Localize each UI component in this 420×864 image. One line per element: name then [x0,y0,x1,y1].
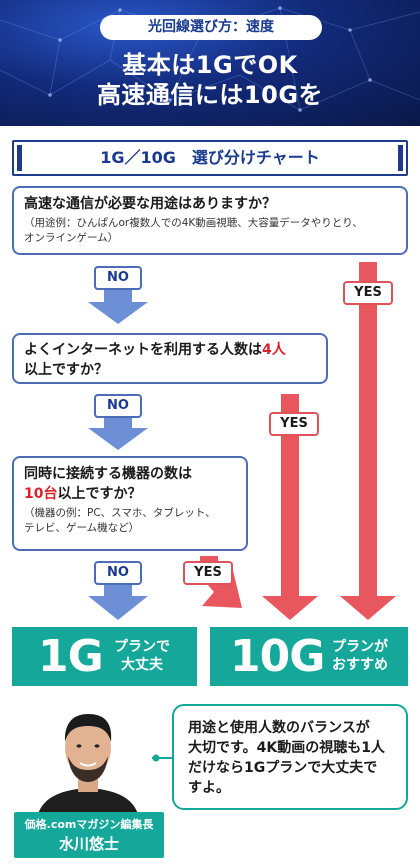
network-background-graphic [0,6,420,112]
question-box-1: 高速な通信が必要な用途はありますか？ （用途例：ひんぱんor複数人での4K動画視… [12,186,408,255]
no-label-1: NO [94,266,142,290]
question-3-line-2: 以上ですか？ [57,486,142,502]
question-1-examples-line-2: オンラインゲーム） [24,232,119,244]
yes-label-2: YES [269,412,319,436]
chart-title-text: 1G／10G 選び分けチャート [100,148,320,167]
result-10g-plan: 10G プランが おすすめ [210,627,408,686]
question-3-line-1: 同時に接続する機器の数は [24,466,192,482]
question-box-3: 同時に接続する機器の数は 10台以上ですか？ （機器の例：PC、スマホ、タブレッ… [12,456,248,551]
advisor-comment-line-3: だけなら1Gプランで大丈夫で [188,760,378,776]
advisor-name-plate: 価格.comマガジン編集長 水川悠士 [14,812,164,858]
result-1g-plan: 1G プランで 大丈夫 [12,627,197,686]
yes-label-3: YES [183,561,233,585]
yes-label-1: YES [343,281,393,305]
title-accent-left [17,145,22,171]
advisor-comment-line-2: 大切です。4K動画の視聴も1人 [188,740,385,756]
yes-arrow-1 [340,262,396,620]
no-label-3: NO [94,561,142,585]
question-1-examples-line-1: （用途例：ひんぱんor複数人での4K動画視聴、大容量データやりとり、 [24,217,363,229]
result-10g-label: 10G [230,631,325,682]
result-1g-caption-line-2: 大丈夫 [121,657,163,673]
question-1-text: 高速な通信が必要な用途はありますか？ [24,196,276,212]
result-10g-caption-line-2: おすすめ [332,657,388,673]
yes-arrow-2 [262,394,318,620]
question-2-part-1: よくインターネットを利用する人数は [24,342,262,358]
page-title: 基本は1GでOK 高速通信には10Gを [0,50,420,110]
question-box-2: よくインターネットを利用する人数は4人 以上ですか？ [12,333,328,384]
advisor-speech-bubble: 用途と使用人数のバランスが 大切です。4K動画の視聴も1人 だけなら1Gプランで… [172,704,408,810]
advisor-portrait-image [36,714,140,824]
question-3-text: 同時に接続する機器の数は 10台以上ですか？ [24,464,236,504]
question-2-part-2: 以上ですか？ [24,362,108,378]
advisor-comment-line-1: 用途と使用人数のバランスが [188,720,370,736]
advisor-name: 水川悠士 [58,835,119,853]
result-10g-caption: プランが おすすめ [320,638,400,674]
advisor-section: 価格.comマガジン編集長 水川悠士 用途と使用人数のバランスが 大切です。4K… [0,694,420,864]
question-2-text: よくインターネットを利用する人数は4人 以上ですか？ [24,340,316,380]
topic-pill: 光回線選び方：速度 [100,15,322,40]
result-1g-caption: プランで 大丈夫 [102,638,182,674]
title-accent-right [398,145,403,171]
no-arrow-1 [88,288,148,324]
no-label-2: NO [94,394,142,418]
advisor-role: 価格.comマガジン編集長 [24,818,154,831]
result-10g-caption-line-1: プランが [332,639,388,655]
speech-bubble-tail [152,754,174,762]
result-1g-label: 1G [38,631,104,682]
title-line-2: 高速通信には10Gを [96,81,324,109]
no-arrow-3 [88,582,148,620]
advisor-comment-line-4: すよ。 [188,780,230,796]
no-arrow-2 [88,416,148,450]
question-1-examples: （用途例：ひんぱんor複数人での4K動画視聴、大容量データやりとり、 オンライン… [24,216,396,246]
title-line-1: 基本は1GでOK [122,51,298,79]
question-3-examples: （機器の例：PC、スマホ、タブレット、 テレビ、ゲーム機など） [24,506,236,536]
question-2-highlight: 4人 [262,342,286,358]
question-3-examples-line-1: （機器の例：PC、スマホ、タブレット、 [24,507,216,519]
chart-title: 1G／10G 選び分けチャート [12,140,408,176]
question-3-highlight: 10台 [24,486,58,502]
no-arrows [88,288,148,620]
question-3-examples-line-2: テレビ、ゲーム機など） [24,522,140,534]
result-1g-caption-line-1: プランで [114,639,170,655]
header-banner: 光回線選び方：速度 基本は1GでOK 高速通信には10Gを [0,0,420,126]
